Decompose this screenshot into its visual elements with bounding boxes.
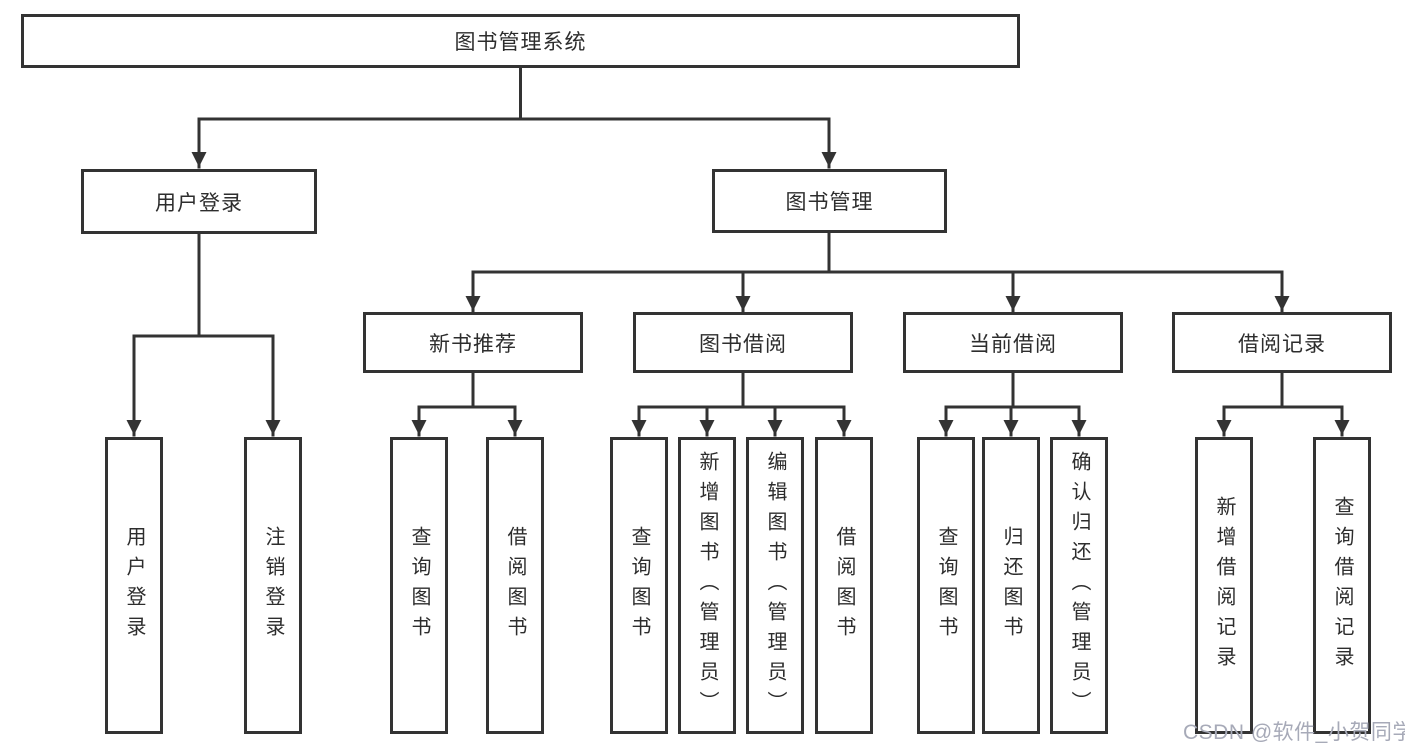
node-leaf-borrow-books-borrowing: 借阅图书	[815, 437, 873, 734]
node-leaf-return-books: 归还图书	[982, 437, 1040, 734]
node-leaf-confirm-return-admin: 确认归还（管理员）	[1050, 437, 1108, 734]
node-leaf-query-books-recommend: 查询图书	[390, 437, 448, 734]
node-library-management-system: 图书管理系统	[21, 14, 1020, 68]
node-new-book-recommendation: 新书推荐	[363, 312, 583, 373]
node-book-management: 图书管理	[712, 169, 947, 233]
node-leaf-user-login: 用户登录	[105, 437, 163, 734]
node-leaf-add-borrow-record: 新增借阅记录	[1195, 437, 1253, 734]
node-leaf-query-borrow-record: 查询借阅记录	[1313, 437, 1371, 734]
csdn-watermark: CSDN @软件_小贺同学	[1183, 721, 1405, 744]
node-user-login: 用户登录	[81, 169, 317, 234]
node-leaf-borrow-books-recommend: 借阅图书	[486, 437, 544, 734]
node-leaf-add-books-admin: 新增图书（管理员）	[678, 437, 736, 734]
node-current-borrowing: 当前借阅	[903, 312, 1123, 373]
node-leaf-query-books-current: 查询图书	[917, 437, 975, 734]
node-book-borrowing: 图书借阅	[633, 312, 853, 373]
node-leaf-edit-books-admin: 编辑图书（管理员）	[746, 437, 804, 734]
node-borrowing-records: 借阅记录	[1172, 312, 1392, 373]
node-leaf-query-books-borrowing: 查询图书	[610, 437, 668, 734]
node-leaf-logout: 注销登录	[244, 437, 302, 734]
